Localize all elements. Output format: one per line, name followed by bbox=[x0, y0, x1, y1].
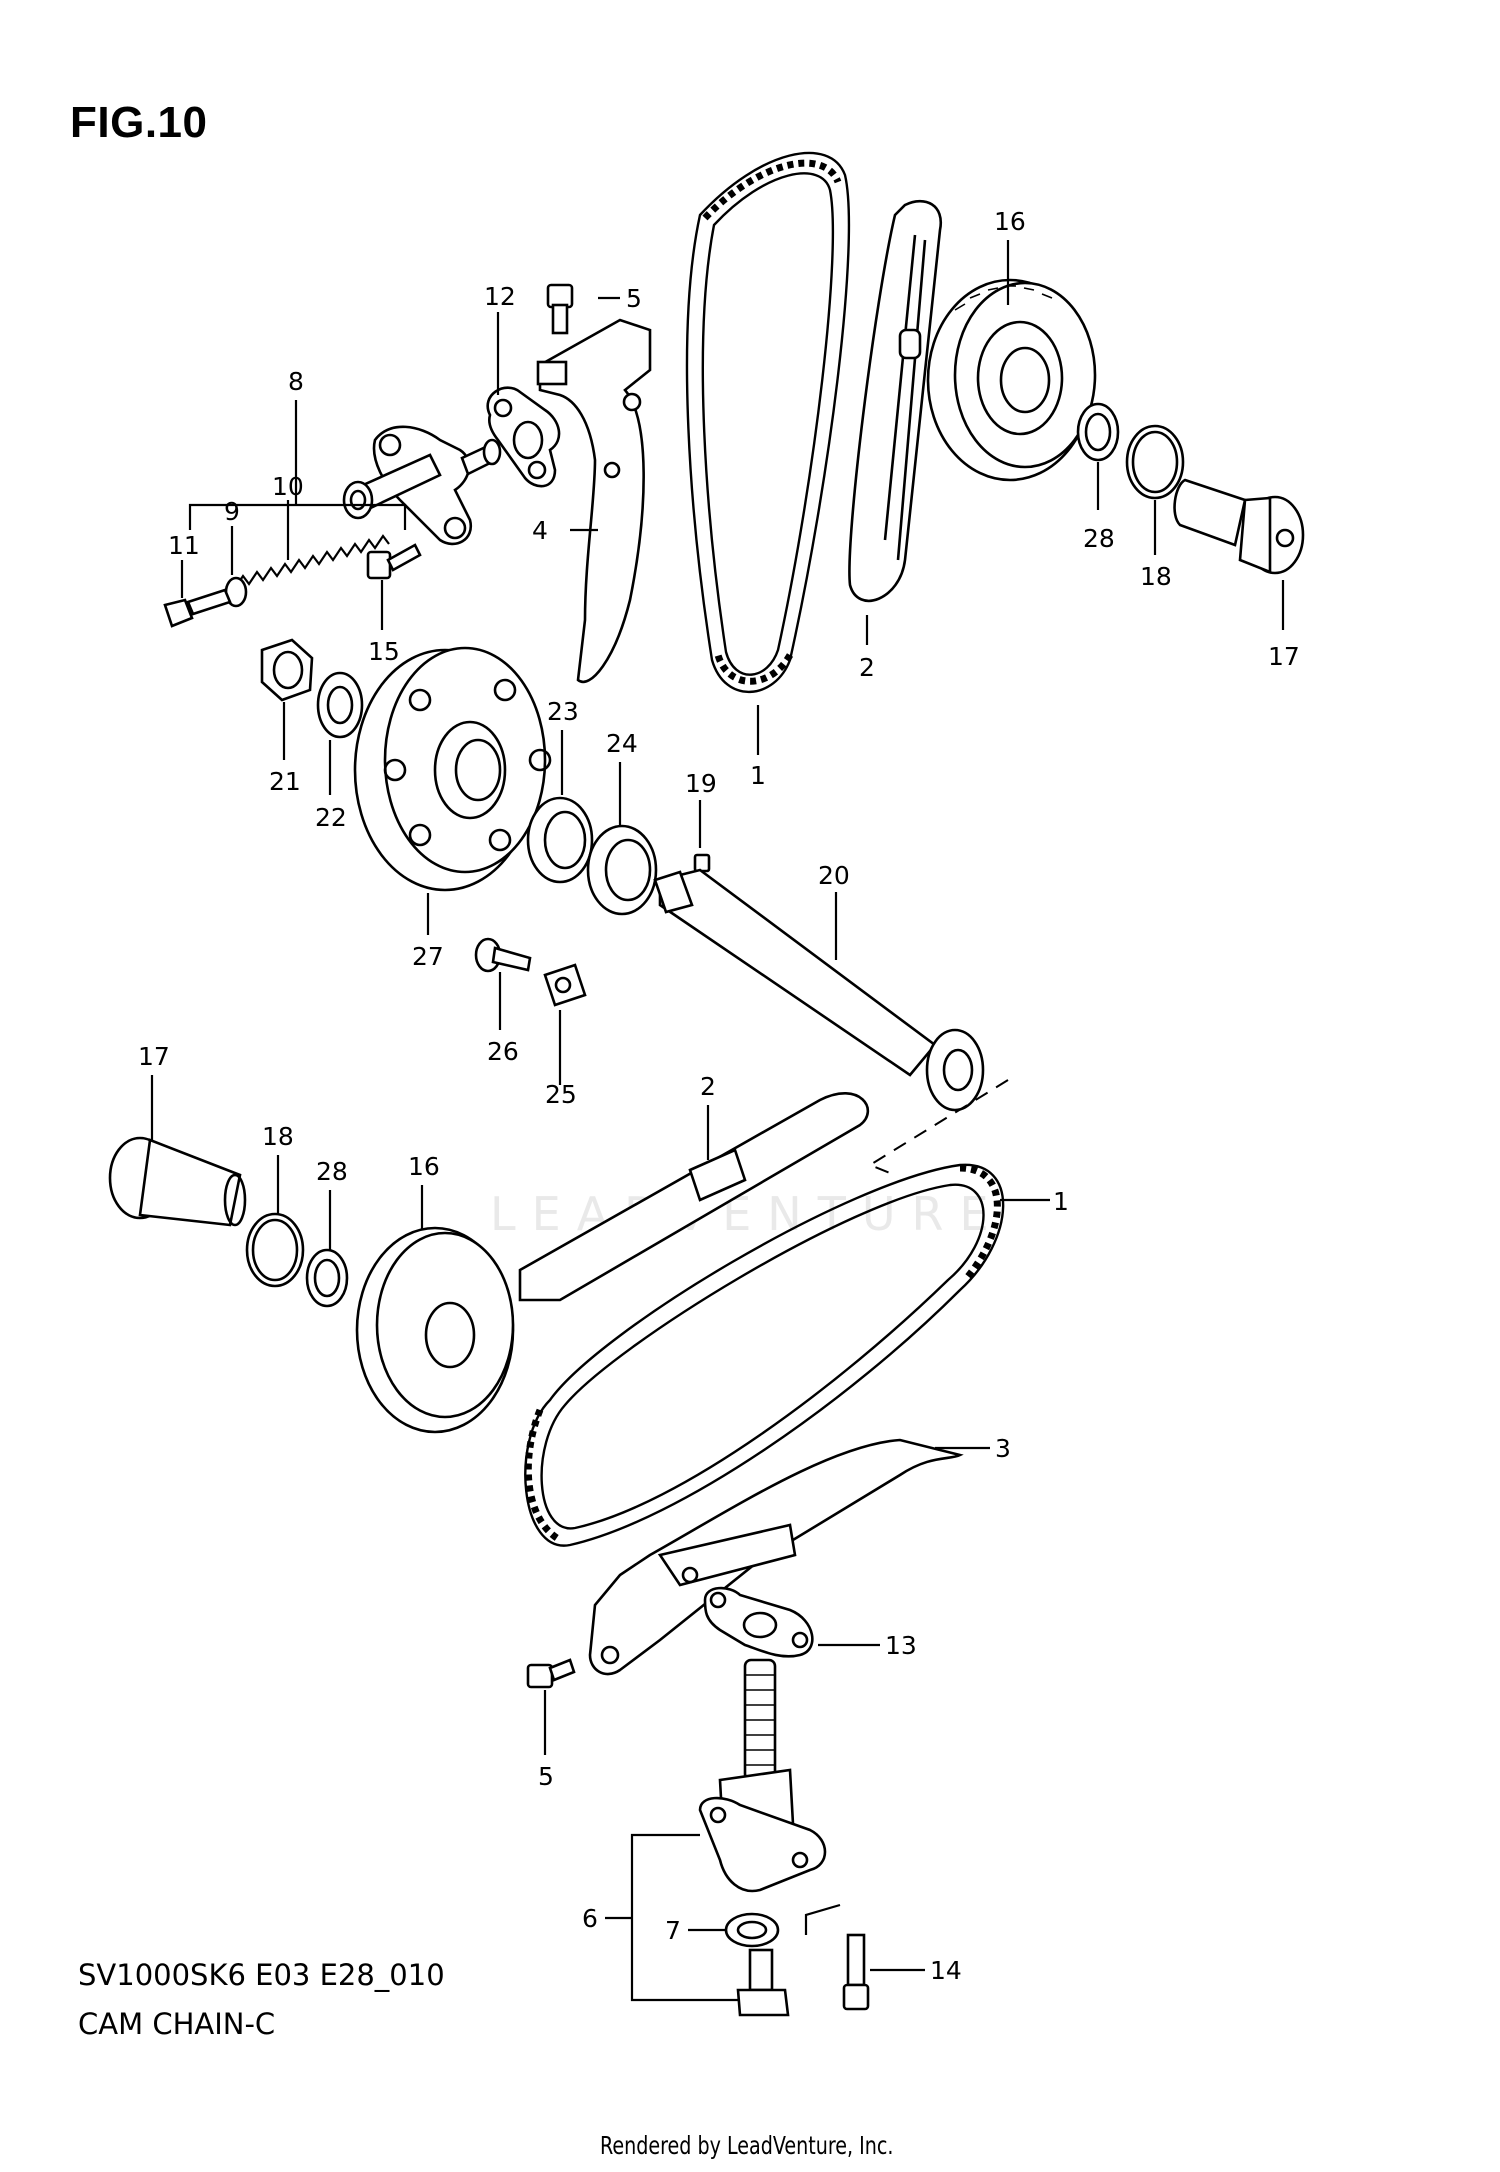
bolt-5-upper bbox=[546, 283, 574, 335]
callout-16-lower: 16 bbox=[408, 1152, 440, 1181]
washer-28-lower bbox=[305, 1248, 349, 1308]
bolt-15 bbox=[366, 543, 422, 580]
leader-lines bbox=[150, 240, 1285, 2002]
model-code: SV1000SK6 E03 E28_010 bbox=[78, 1958, 445, 1992]
callout-2-upper: 2 bbox=[859, 653, 875, 682]
callout-18-lower: 18 bbox=[262, 1122, 294, 1151]
screw-26 bbox=[474, 937, 532, 973]
callout-7: 7 bbox=[665, 1916, 681, 1945]
callout-11: 11 bbox=[168, 531, 200, 560]
watermark-text: LEADVENTURE bbox=[490, 1187, 1005, 1241]
callout-27: 27 bbox=[412, 942, 444, 971]
gasket-13 bbox=[703, 1586, 814, 1658]
callout-17-upper: 17 bbox=[1268, 642, 1300, 671]
bolt-5-lower bbox=[526, 1658, 576, 1689]
callout-numbers: 16 12 5 8 10 9 11 4 15 28 18 17 2 1 21 2… bbox=[138, 207, 1300, 1985]
tensioner-adjuster-upper bbox=[342, 425, 502, 546]
chain-tensioner-3 bbox=[588, 1438, 964, 1676]
washer-28-upper bbox=[1076, 402, 1120, 462]
callout-10: 10 bbox=[272, 472, 304, 501]
reference-line-upper bbox=[867, 1079, 1009, 1176]
callout-1-lower: 1 bbox=[1053, 1187, 1069, 1216]
callout-21: 21 bbox=[269, 767, 301, 796]
callout-5-lower: 5 bbox=[538, 1762, 554, 1791]
callout-14: 14 bbox=[930, 1956, 962, 1985]
callout-25: 25 bbox=[545, 1080, 577, 1109]
fig-title: FIG.10 bbox=[70, 98, 208, 147]
callout-6: 6 bbox=[582, 1904, 598, 1933]
shaft-17-lower bbox=[108, 1136, 247, 1227]
bolt-11 bbox=[163, 588, 232, 628]
washer-22 bbox=[316, 671, 364, 739]
callout-16-upper: 16 bbox=[994, 207, 1026, 236]
callout-12: 12 bbox=[484, 282, 516, 311]
callout-15: 15 bbox=[368, 637, 400, 666]
callout-20: 20 bbox=[818, 861, 850, 890]
callout-28-upper: 28 bbox=[1083, 524, 1115, 553]
cam-gear-16-upper bbox=[926, 278, 1097, 482]
callout-9: 9 bbox=[224, 497, 240, 526]
shaft-20 bbox=[653, 868, 985, 1112]
callout-5-upper: 5 bbox=[626, 284, 642, 313]
callout-26: 26 bbox=[487, 1037, 519, 1066]
callout-23: 23 bbox=[547, 697, 579, 726]
callout-18-upper: 18 bbox=[1140, 562, 1172, 591]
bearing-24 bbox=[586, 824, 658, 916]
callout-22: 22 bbox=[315, 803, 347, 832]
chain-tensioner-guide bbox=[536, 318, 652, 684]
bearing-23 bbox=[526, 796, 594, 884]
callout-4: 4 bbox=[532, 516, 548, 545]
shaft-17-upper bbox=[1173, 478, 1305, 575]
bolt-14 bbox=[842, 1933, 870, 2011]
callout-8: 8 bbox=[288, 367, 304, 396]
cam-chain-lower bbox=[524, 1163, 1005, 1547]
callout-19: 19 bbox=[685, 769, 717, 798]
o-ring-18-upper bbox=[1125, 424, 1185, 500]
spring-10 bbox=[234, 534, 390, 589]
key-19 bbox=[693, 853, 711, 873]
callout-24: 24 bbox=[606, 729, 638, 758]
adjuster-bolt bbox=[736, 1948, 790, 2017]
nut-21 bbox=[260, 638, 314, 702]
gasket-12 bbox=[486, 386, 561, 488]
callout-3: 3 bbox=[995, 1434, 1011, 1463]
chain-guide-lower bbox=[518, 1092, 870, 1302]
callout-28-lower: 28 bbox=[316, 1157, 348, 1186]
callout-2-lower: 2 bbox=[700, 1072, 716, 1101]
o-ring-18-lower bbox=[245, 1212, 305, 1288]
callout-13: 13 bbox=[885, 1631, 917, 1660]
rendered-by-credit: Rendered by LeadVenture, Inc. bbox=[600, 2131, 894, 2160]
section-name: CAM CHAIN-C bbox=[78, 2007, 276, 2041]
callout-17-lower: 17 bbox=[138, 1042, 170, 1071]
plate-25 bbox=[543, 963, 587, 1007]
callout-1-upper: 1 bbox=[750, 761, 766, 790]
chain-guide-upper bbox=[848, 199, 943, 603]
cam-chain-upper bbox=[685, 151, 851, 694]
gear-27 bbox=[353, 646, 552, 892]
tensioner-adjuster-lower bbox=[698, 1658, 827, 1893]
cam-gear-16-lower bbox=[355, 1226, 515, 1434]
washer-7 bbox=[724, 1912, 780, 1948]
